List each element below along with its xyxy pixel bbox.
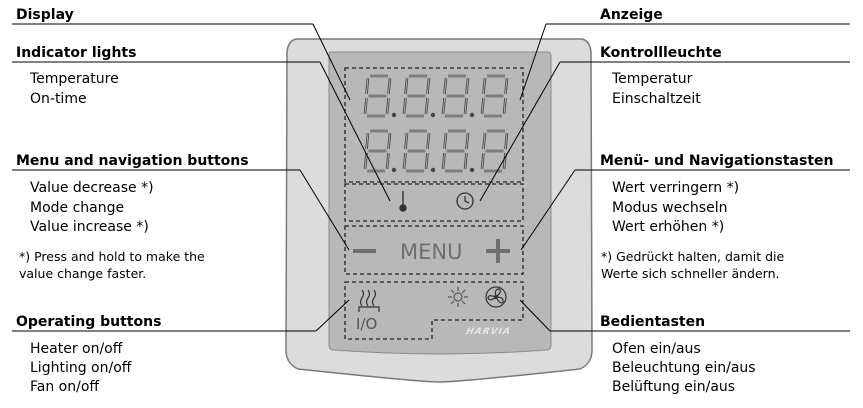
display-zone <box>344 67 524 183</box>
right-menu-note: Werte sich schneller ändern. <box>601 266 780 281</box>
left-operating-item: Heater on/off <box>30 341 123 357</box>
display-decimal-point <box>391 167 397 173</box>
right-menu-heading: Menü- und Navigationstasten <box>600 153 834 169</box>
seven-segment-display <box>363 74 509 173</box>
display-segment-inner <box>442 152 445 170</box>
right-indicator-item: Temperatur <box>612 71 693 87</box>
display-segment-inner <box>425 152 428 170</box>
operating-zone <box>344 281 524 340</box>
display-segment-inner <box>466 77 469 95</box>
display-segment-inner <box>388 132 391 150</box>
display-segment-inner <box>483 132 486 150</box>
display-segment-inner <box>386 97 389 115</box>
display-segment-inner <box>442 97 445 115</box>
display-decimal-point <box>430 167 436 173</box>
right-indicator-heading: Kontrollleuchte <box>600 45 722 61</box>
display-decimal-point <box>430 112 436 118</box>
right-operating-item: Ofen ein/aus <box>612 341 701 357</box>
heater-icon <box>358 289 380 312</box>
panel-faceplate <box>328 51 552 355</box>
display-segment-inner <box>505 77 508 95</box>
indicator-zone <box>344 183 524 222</box>
display-segment-inner <box>364 97 367 115</box>
display-segment-inner <box>427 77 430 95</box>
right-operating-item: Belüftung ein/aus <box>612 379 736 395</box>
display-segment-inner <box>464 97 467 115</box>
plus-icon <box>486 239 510 263</box>
right-display-heading: Anzeige <box>600 7 663 23</box>
display-segment-inner <box>405 132 408 150</box>
display-segment-inner <box>366 132 369 150</box>
left-menu-item: Value decrease *) <box>30 180 154 196</box>
left-display-heading: Display <box>16 7 74 23</box>
left-operating-item: Fan on/off <box>30 379 100 395</box>
display-decimal-point <box>469 167 475 173</box>
left-operating-item: Lighting on/off <box>30 360 132 376</box>
display-segment-inner <box>481 152 484 170</box>
heater-power-label: I/O <box>356 315 378 333</box>
fan-icon <box>485 286 507 308</box>
display-segment-inner <box>425 97 428 115</box>
light-icon <box>448 287 468 307</box>
display-segment-inner <box>483 77 486 95</box>
left-menu-item: Mode change <box>30 200 125 216</box>
menu-zone <box>344 225 524 275</box>
display-segment-inner <box>366 77 369 95</box>
display-segment-inner <box>503 152 506 170</box>
display-segment-inner <box>444 132 447 150</box>
display-segment-inner <box>464 152 467 170</box>
display-segment-inner <box>466 132 469 150</box>
display-segment-inner <box>388 77 391 95</box>
left-indicator-item: Temperature <box>30 71 119 87</box>
right-menu-item: Wert erhöhen *) <box>612 219 725 235</box>
display-segment-inner <box>505 132 508 150</box>
clock-icon <box>456 192 474 210</box>
display-decimal-point <box>469 112 475 118</box>
right-menu-item: Modus wechseln <box>612 200 728 216</box>
display-segment-inner <box>386 152 389 170</box>
display-segment-inner <box>503 97 506 115</box>
right-operating-item: Beleuchtung ein/aus <box>612 360 756 376</box>
thermometer-icon <box>399 191 407 212</box>
display-decimal-point <box>391 112 397 118</box>
display-segment-inner <box>405 77 408 95</box>
display-segment-inner <box>427 132 430 150</box>
left-menu-item: Value increase *) <box>30 219 149 235</box>
left-menu-note: value change faster. <box>19 266 147 281</box>
left-indicator-heading: Indicator lights <box>16 45 137 61</box>
right-indicator-item: Einschaltzeit <box>612 91 701 107</box>
minus-icon <box>353 249 376 253</box>
display-segment-inner <box>481 97 484 115</box>
right-menu-note: *) Gedrückt halten, damit die <box>601 249 785 264</box>
display-segment-inner <box>444 77 447 95</box>
left-operating-heading: Operating buttons <box>16 314 162 330</box>
menu-button-label: MENU <box>400 240 463 264</box>
display-segment-inner <box>403 97 406 115</box>
brand-logo: HARVIA <box>464 327 512 337</box>
right-operating-heading: Bedientasten <box>600 314 706 330</box>
display-segment-inner <box>364 152 367 170</box>
left-indicator-item: On-time <box>30 91 87 107</box>
right-menu-item: Wert verringern *) <box>612 180 740 196</box>
left-menu-heading: Menu and navigation buttons <box>16 153 249 169</box>
display-segment-inner <box>403 152 406 170</box>
left-menu-note: *) Press and hold to make the <box>19 249 205 264</box>
